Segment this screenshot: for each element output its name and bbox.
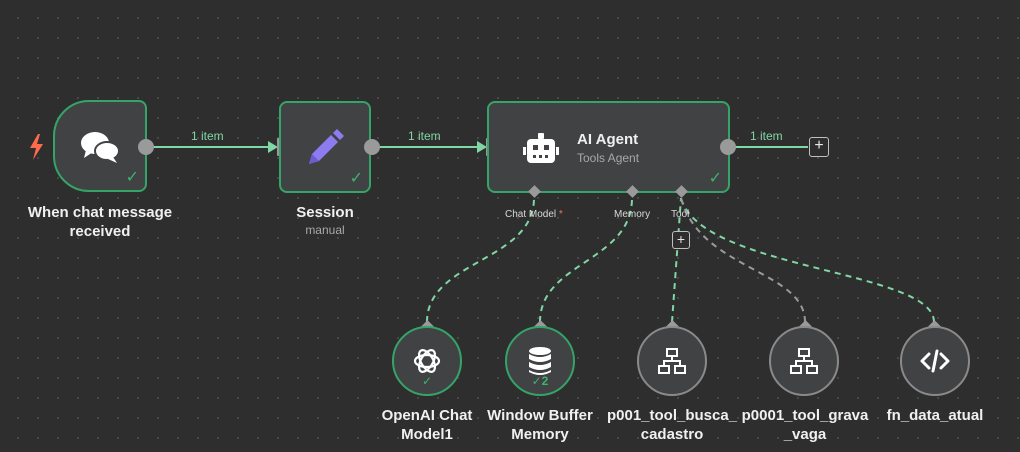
required-marker: * xyxy=(558,209,563,220)
add-next-node-button[interactable]: + xyxy=(809,137,829,157)
agent-node-title: AI Agent xyxy=(577,131,639,148)
p0001-tool-grava-vaga-node[interactable] xyxy=(769,326,839,396)
agent-output-port[interactable] xyxy=(720,139,736,155)
sub-node-title: OpenAI Chat Model1 xyxy=(381,407,473,443)
trigger-node-title: When chat message received xyxy=(27,204,173,240)
pencil-icon xyxy=(305,128,345,173)
success-check-icon: ✓ xyxy=(421,374,433,388)
openai-chat-model-node[interactable]: ✓ xyxy=(392,326,462,396)
tool-connector-label: Tool xyxy=(671,209,690,220)
session-node-title: Session xyxy=(296,204,354,221)
sub-node-title: p001_tool_busca_cadastro xyxy=(606,407,738,443)
trigger-output-port[interactable] xyxy=(138,139,154,155)
trigger-bolt-icon xyxy=(28,134,44,165)
wire-memory xyxy=(539,197,633,323)
session-node-subtitle: manual xyxy=(305,223,345,237)
edge-arrow xyxy=(268,141,278,153)
wire-tool-busca xyxy=(671,197,682,323)
edge-item-count: 1 item xyxy=(750,129,783,143)
session-output-port[interactable] xyxy=(364,139,380,155)
success-check-count: ✓2 xyxy=(531,374,549,388)
wire-tool-grava xyxy=(680,197,806,323)
edge-item-count: 1 item xyxy=(191,129,224,143)
ai-agent-node[interactable]: AI Agent Tools Agent ✓ xyxy=(487,101,730,193)
edge-arrow xyxy=(477,141,487,153)
robot-icon xyxy=(523,133,559,170)
sub-node-title: fn_data_atual xyxy=(886,407,984,424)
sub-node-title: Window Buffer Memory xyxy=(487,407,593,443)
edge-item-count: 1 item xyxy=(408,129,441,143)
sub-node-title: p0001_tool_grava_vaga xyxy=(741,407,869,443)
trigger-node[interactable]: ✓ xyxy=(53,100,147,192)
success-check-icon: ✓ xyxy=(349,170,363,187)
p001-tool-busca-cadastro-node[interactable] xyxy=(637,326,707,396)
memory-connector-label: Memory xyxy=(614,209,651,220)
chat-model-connector-label: Chat Model * xyxy=(505,209,563,220)
chat-bubbles-icon xyxy=(80,130,120,169)
add-tool-button[interactable]: + xyxy=(672,231,690,249)
session-node[interactable]: ✓ xyxy=(279,101,371,193)
success-check-icon: ✓ xyxy=(125,169,139,186)
agent-node-subtitle: Tools Agent xyxy=(577,151,640,165)
window-buffer-memory-node[interactable]: ✓2 xyxy=(505,326,575,396)
fn-data-atual-node[interactable] xyxy=(900,326,970,396)
wire-tool-data xyxy=(680,197,935,323)
success-check-icon: ✓ xyxy=(708,170,722,187)
